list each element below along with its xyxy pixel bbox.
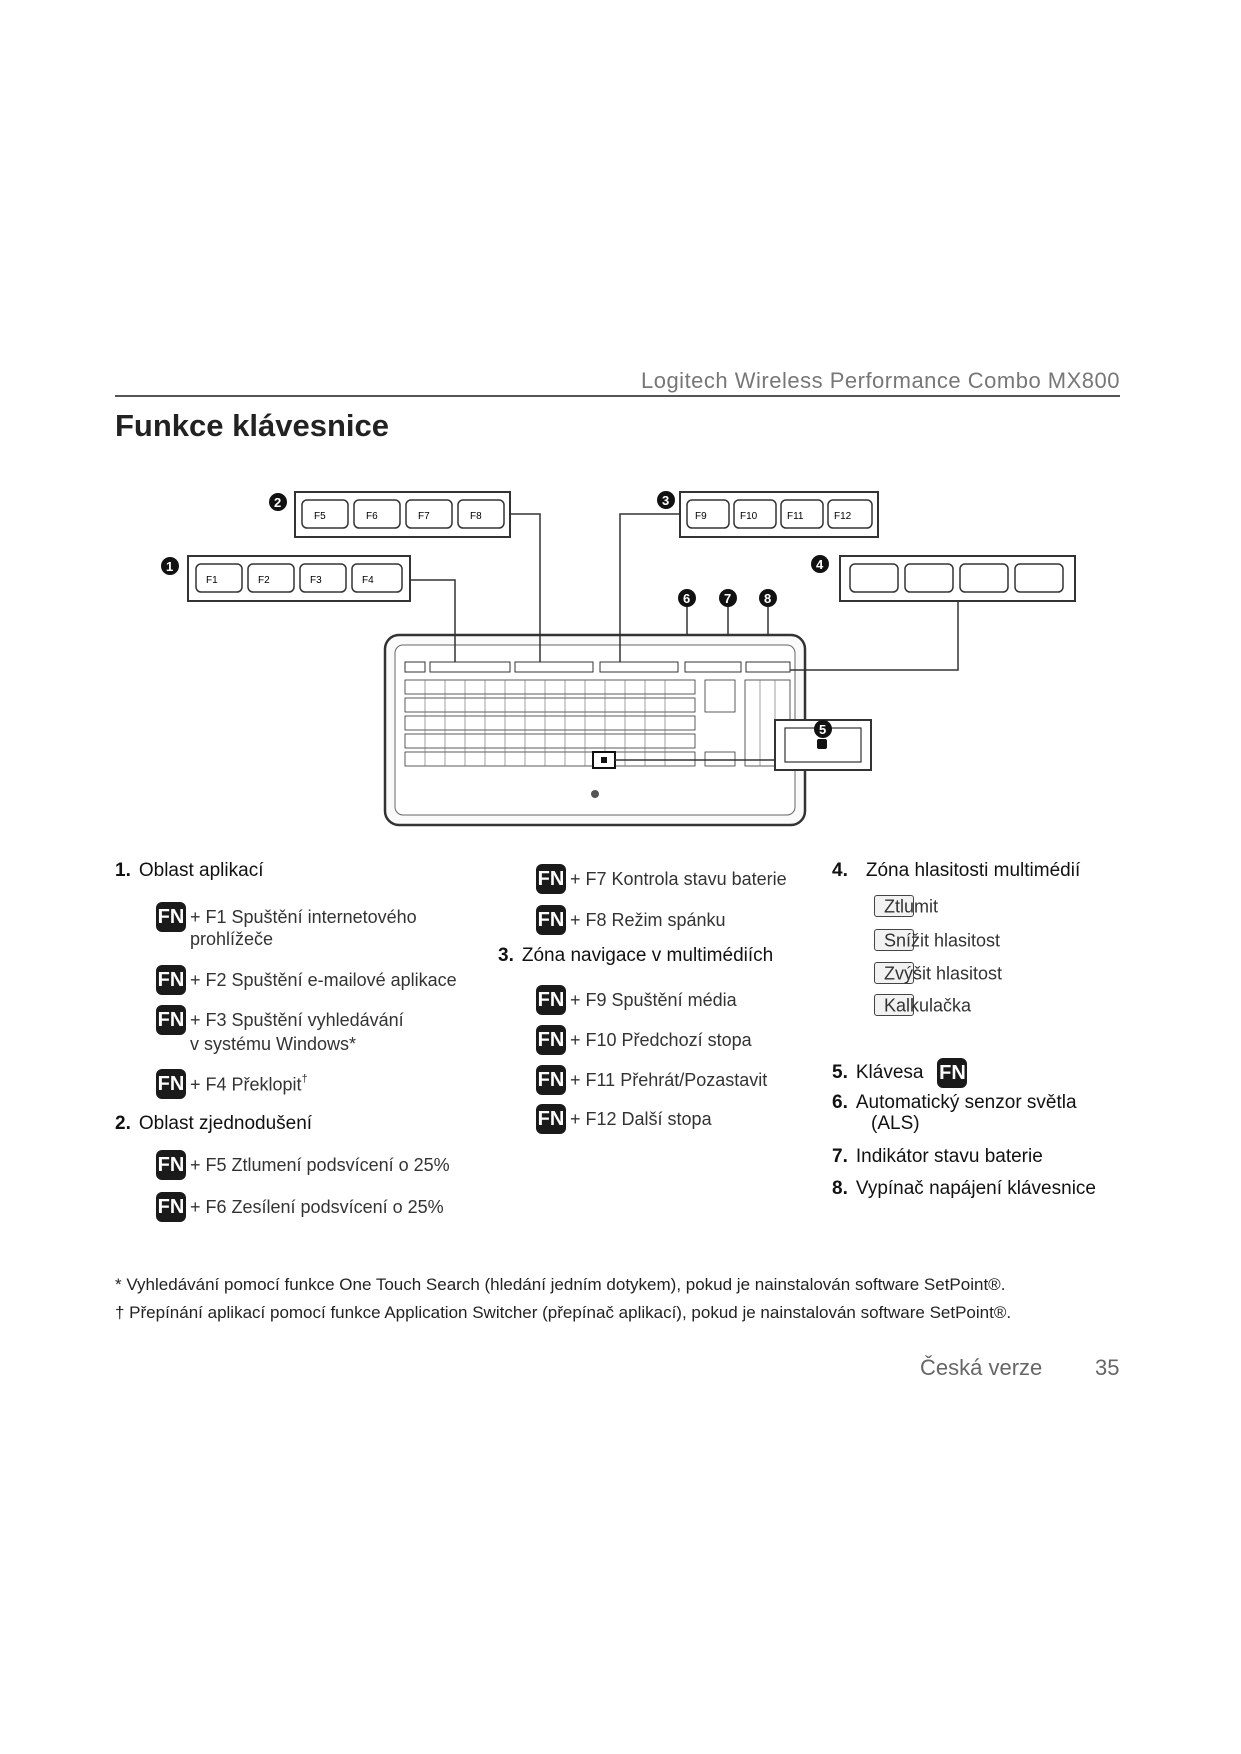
f12-item: FN+ F12 Další stopa xyxy=(536,1104,712,1134)
page-heading: Funkce klávesnice xyxy=(115,408,389,443)
f11-item: FN+ F11 Přehrát/Pozastavit xyxy=(536,1065,767,1095)
key-f6: F6 xyxy=(366,511,378,522)
product-title: Logitech Wireless Performance Combo MX80… xyxy=(640,368,1120,393)
mute-key-icon xyxy=(874,895,914,918)
section-4-title: 4.Zóna hlasitosti multimédií xyxy=(832,860,1081,881)
fn-key-icon: FN xyxy=(536,1065,566,1095)
key-f12: F12 xyxy=(834,511,852,522)
keyboard-diagram: F5 F6 F7 F8 2 F1 F2 F3 F4 1 F9 F10 F11 F… xyxy=(161,491,1076,827)
fn-key-icon: FN xyxy=(536,905,566,935)
f8-item: FN+ F8 Režim spánku xyxy=(536,905,726,935)
section-3-title: 3.Zóna navigace v multimédiích xyxy=(498,945,774,966)
key-f8: F8 xyxy=(470,511,482,522)
svg-text:2: 2 xyxy=(274,495,281,510)
key-f10: F10 xyxy=(740,511,758,522)
fn-key-icon: FN xyxy=(156,902,186,932)
svg-text:8: 8 xyxy=(764,591,771,606)
footnote-1: * Vyhledávání pomocí funkce One Touch Se… xyxy=(115,1275,1006,1294)
key-f5: F5 xyxy=(314,511,326,522)
calculator-item: Kalkulačka xyxy=(874,993,971,1017)
svg-text:1: 1 xyxy=(166,559,173,574)
key-f2: F2 xyxy=(258,575,270,586)
volume-down-key-icon xyxy=(874,929,914,952)
f1-item: FN+ F1 Spuštění internetového xyxy=(156,902,417,932)
section-6-title: 6.Automatický senzor světla xyxy=(832,1092,1077,1113)
callout-5 xyxy=(814,720,832,738)
header-divider xyxy=(115,395,1120,397)
section-7-title: 7.Indikátor stavu baterie xyxy=(832,1146,1043,1167)
f10-item: FN+ F10 Předchozí stopa xyxy=(536,1025,752,1055)
callout-1 xyxy=(161,557,179,575)
section-8-title: 8.Vypínač napájení klávesnice xyxy=(832,1178,1096,1199)
section-6-title-cont: (ALS) xyxy=(871,1113,920,1134)
fn-key-icon: FN xyxy=(156,1069,186,1100)
fn-key-icon: FN xyxy=(937,1058,968,1088)
f2-item: FN+ F2 Spuštění e-mailové aplikace xyxy=(156,965,457,995)
callout-6 xyxy=(678,589,696,607)
calculator-key-icon xyxy=(874,994,914,1017)
callout-7 xyxy=(719,589,737,607)
group2-keys: F5 F6 F7 F8 xyxy=(301,499,505,529)
key-f3: F3 xyxy=(310,575,322,586)
svg-text:7: 7 xyxy=(724,591,731,606)
fn-key-icon: FN xyxy=(156,1005,186,1035)
volume-down-item: Snížit hlasitost xyxy=(874,928,1000,952)
svg-text:5: 5 xyxy=(819,722,826,737)
key-f4: F4 xyxy=(362,575,374,586)
callout-2 xyxy=(269,493,287,511)
f1-item-cont: prohlížeče xyxy=(190,929,274,949)
f9-item: FN+ F9 Spuštění média xyxy=(536,985,737,1015)
f3-item-cont: v systému Windows* xyxy=(190,1034,357,1054)
f3-item: FN+ F3 Spuštění vyhledávání xyxy=(156,1005,404,1035)
mute-item: Ztlumit xyxy=(874,894,938,918)
key-f1: F1 xyxy=(206,575,218,586)
f6-item: FN+ F6 Zesílení podsvícení o 25% xyxy=(156,1192,444,1222)
group3-keys: F9 F10 F11 F12 xyxy=(686,499,873,529)
key-f7: F7 xyxy=(418,511,430,522)
fn-key-icon: FN xyxy=(536,1025,566,1055)
fn-key-icon: FN xyxy=(156,1150,186,1180)
fn-key-icon: FN xyxy=(156,965,186,995)
fn-key-icon: FN xyxy=(536,985,566,1015)
footnote-2: † Přepínání aplikací pomocí funkce Appli… xyxy=(115,1303,1012,1322)
f4-item: FN+ F4 Překlopit† xyxy=(156,1068,308,1100)
footer-page-number: 35 xyxy=(1095,1355,1120,1380)
svg-text:4: 4 xyxy=(816,557,824,572)
callout-4 xyxy=(811,555,829,573)
footer-language: Česká verze xyxy=(920,1355,1043,1380)
key-f9: F9 xyxy=(695,511,707,522)
volume-up-item: Zvýšit hlasitost xyxy=(874,961,1002,985)
f5-item: FN+ F5 Ztlumení podsvícení o 25% xyxy=(156,1150,450,1180)
fn-key-icon: FN xyxy=(156,1192,186,1222)
callout-3 xyxy=(657,491,675,509)
svg-text:3: 3 xyxy=(662,493,669,508)
group1-keys: F1 F2 F3 F4 xyxy=(195,563,403,593)
svg-text:6: 6 xyxy=(683,591,690,606)
key-f11: F11 xyxy=(787,511,804,522)
fn-key-icon: FN xyxy=(536,864,566,894)
callout-8 xyxy=(759,589,777,607)
section-2-title: 2.Oblast zjednodušení xyxy=(115,1113,313,1134)
f7-item: FN+ F7 Kontrola stavu baterie xyxy=(536,864,787,894)
volume-up-key-icon xyxy=(874,962,914,985)
fn-key-icon: FN xyxy=(536,1104,566,1134)
logitech-logo xyxy=(591,790,599,798)
section-1-title: 1.Oblast aplikací xyxy=(115,860,264,881)
group4-keys xyxy=(849,563,1064,593)
